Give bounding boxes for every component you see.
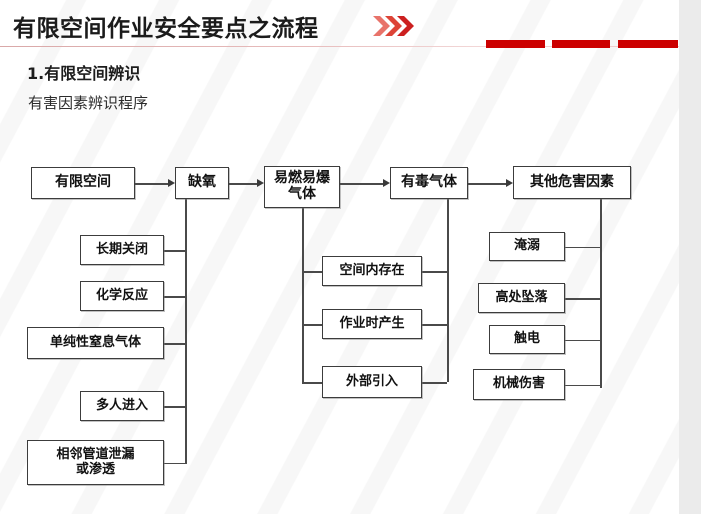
branch-stub-adjacent-pipe-leak [164, 462, 185, 464]
arrow-head-toxic-gas-to-other-hazards [506, 179, 513, 188]
flow-box-long-term-closed[interactable]: 长期关闭 [80, 235, 164, 265]
flow-box-simple-asphyxiant[interactable]: 单纯性窒息气体 [27, 327, 164, 359]
flow-box-multiple-entrants[interactable]: 多人进入 [80, 391, 164, 421]
flow-box-exists-in-space[interactable]: 空间内存在 [322, 256, 422, 286]
hazard-identification-flowchart: 有限空间 缺氧 易燃易爆 气体 有毒气体 其他危害因素长期关闭化学反应单纯性窒息气体多人… [27, 166, 631, 485]
section-subtitle: 有害因素辨识程序 [28, 94, 149, 112]
flow-box-electric-shock[interactable]: 触电 [489, 325, 565, 354]
box-label: 淹溺 [513, 238, 540, 254]
header-accent-block-3 [618, 40, 678, 48]
box-label: 外部引入 [345, 373, 398, 389]
arrow-line-flammable-gas-to-toxic-gas [340, 183, 384, 185]
box-label: 触电 [513, 331, 540, 347]
branch-stub-long-term-closed [164, 250, 185, 252]
box-label: 机械伤害 [492, 376, 545, 392]
arrow-line-oxygen-deficiency-to-flammable-gas [229, 183, 258, 185]
flow-box-confined-space[interactable]: 有限空间 [31, 167, 135, 199]
branch-stub-chemical-reaction [164, 296, 185, 298]
box-label: 其他危害因素 [530, 173, 614, 190]
branch-stub-multiple-entrants [164, 406, 185, 408]
box-label: 多人进入 [95, 397, 148, 413]
branch-trunk-oxygen-deficiency [185, 199, 187, 464]
box-label: 有毒气体 [401, 174, 457, 191]
flow-box-drowning[interactable]: 淹溺 [489, 232, 565, 261]
flow-box-chemical-reaction[interactable]: 化学反应 [80, 281, 164, 311]
page-title: 有限空间作业安全要点之流程 [13, 16, 319, 42]
box-label: 相邻管道泄漏 或渗透 [56, 446, 135, 477]
branch-stub-drowning [565, 246, 600, 248]
box-label: 单纯性窒息气体 [49, 334, 141, 350]
box-label: 有限空间 [55, 174, 111, 191]
flow-box-other-hazards[interactable]: 其他危害因素 [513, 166, 631, 199]
flow-box-fall-from-height[interactable]: 高处坠落 [478, 283, 565, 313]
box-label: 化学反应 [95, 287, 148, 303]
flow-box-external-intro[interactable]: 外部引入 [322, 366, 422, 398]
flow-box-mechanical-injury[interactable]: 机械伤害 [473, 369, 565, 400]
arrow-head-oxygen-deficiency-to-flammable-gas [257, 179, 264, 188]
box-label: 易燃易爆 气体 [274, 170, 330, 202]
branch-trunk-toxic-gas [447, 199, 449, 382]
branch-trunk-flammable-gas [302, 208, 304, 382]
branch-trunk-other-hazards [600, 199, 602, 388]
header-accent-block-2 [552, 40, 610, 48]
slide-header: 有限空间作业安全要点之流程 [0, 0, 679, 50]
slide-right-margin [679, 0, 701, 514]
branch-stub-electric-shock [565, 339, 600, 341]
arrow-head-confined-space-to-oxygen-deficiency [168, 179, 175, 188]
flow-box-generated-at-work[interactable]: 作业时产生 [322, 309, 422, 339]
flow-box-flammable-gas[interactable]: 易燃易爆 气体 [264, 166, 340, 208]
section-heading: 1.有限空间辨识 [27, 64, 141, 83]
branch-stub-fall-from-height [565, 298, 600, 300]
arrow-line-toxic-gas-to-other-hazards [468, 183, 507, 185]
box-label: 空间内存在 [339, 262, 405, 278]
flow-box-adjacent-pipe-leak[interactable]: 相邻管道泄漏 或渗透 [27, 440, 164, 485]
box-label: 作业时产生 [339, 315, 405, 331]
header-accent-block-1 [486, 40, 545, 48]
triple-chevron-right-icon [373, 16, 414, 36]
box-label: 长期关闭 [95, 241, 148, 257]
box-label: 缺氧 [188, 174, 216, 191]
branch-stub-simple-asphyxiant [164, 343, 185, 345]
header-divider-rule [0, 45, 679, 48]
flow-box-oxygen-deficiency[interactable]: 缺氧 [175, 167, 229, 199]
slide-canvas: 有限空间作业安全要点之流程 1.有限空间辨识 有害因素辨识程序 有限空间 缺氧 易燃… [0, 0, 679, 514]
arrow-head-flammable-gas-to-toxic-gas [383, 179, 390, 188]
branch-stub-mechanical-injury [565, 384, 600, 386]
box-label: 高处坠落 [495, 289, 548, 305]
arrow-line-confined-space-to-oxygen-deficiency [135, 183, 169, 185]
flow-box-toxic-gas[interactable]: 有毒气体 [390, 167, 468, 199]
